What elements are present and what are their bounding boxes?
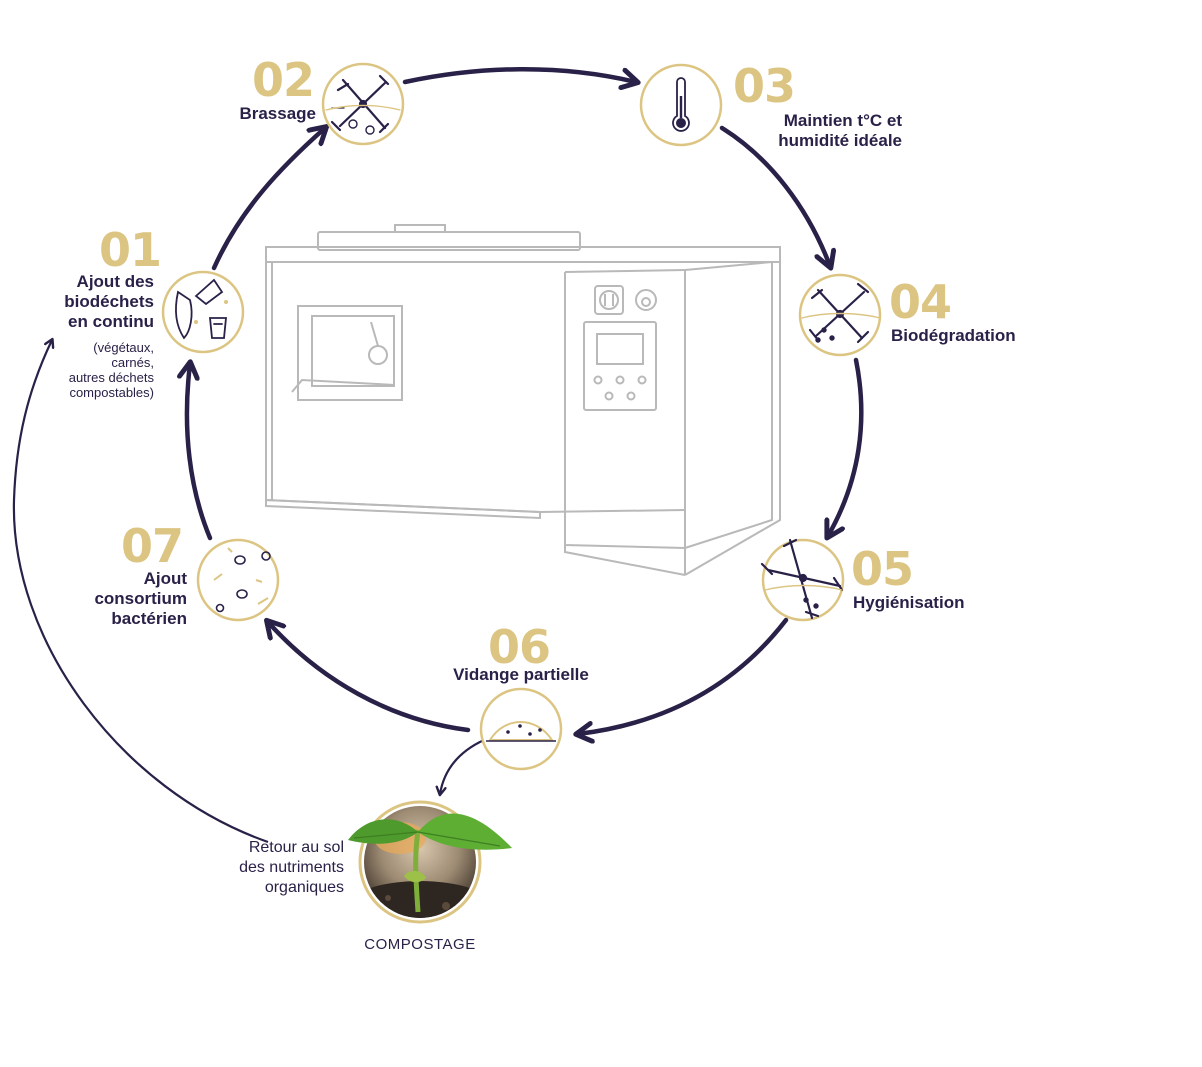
step-label: Biodégradation	[891, 326, 1016, 345]
step-number: 03	[733, 59, 796, 113]
compost-label: COMPOSTAGE	[364, 936, 476, 953]
arrow-06-to-07	[268, 622, 471, 733]
step-number: 01	[99, 223, 162, 277]
step-number: 05	[851, 542, 914, 596]
seedling-photo	[348, 800, 512, 924]
step-label: Brassage	[239, 104, 316, 123]
step-label: Ajout des biodéchets en continu	[64, 272, 154, 331]
waste-icon	[175, 278, 228, 340]
arrow-05-to-06	[578, 617, 789, 734]
arrow-01-to-02	[211, 128, 325, 271]
compost-pile-icon	[486, 721, 556, 742]
bacteria-icon	[213, 547, 271, 613]
arrow-02-to-03	[402, 67, 636, 82]
step-06-circle	[479, 687, 563, 771]
mixing-icon	[325, 74, 401, 135]
arrow-07-to-01	[187, 364, 213, 541]
step-07-circle	[196, 538, 280, 622]
arrow-compost-to-01	[12, 340, 269, 844]
arrow-03-to-04	[719, 125, 830, 266]
mixing-blades-icon	[760, 538, 844, 620]
step-number: 06	[488, 620, 551, 674]
step-label: Hygiénisation	[853, 593, 965, 612]
step-sublabel: (végétaux, carnés, autres déchets compos…	[68, 340, 154, 400]
step-number: 02	[252, 53, 315, 107]
mixing-blades-icon	[801, 282, 881, 344]
step-label: Ajout consortium bactérien	[94, 569, 187, 628]
step-number: 04	[889, 275, 952, 329]
composter-machine-illustration	[265, 224, 781, 576]
thermometer-icon	[672, 77, 690, 132]
step-label: Maintien t°C et humidité idéale	[778, 111, 902, 150]
step-label: Vidange partielle	[453, 665, 589, 684]
return-to-soil-text: Retour au sol des nutriments organiques	[239, 839, 344, 896]
step-01-circle	[161, 270, 245, 354]
arrow-04-to-05	[828, 357, 864, 536]
arrow-06-to-compost	[440, 739, 485, 794]
step-number: 07	[121, 519, 184, 573]
